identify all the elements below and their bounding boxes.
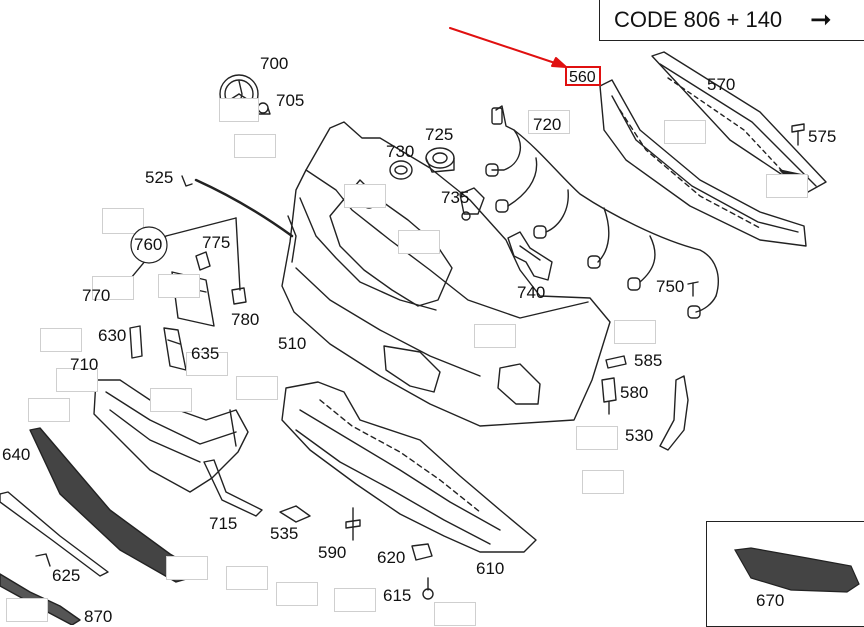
part-label-590: 590	[318, 543, 347, 562]
code-box: CODE 806 + 140 ➞	[599, 0, 864, 41]
blank-callout	[576, 426, 618, 450]
callout-circle-760	[130, 226, 168, 264]
part-635-bracket-drawing	[163, 327, 187, 371]
part-label-640: 640	[2, 445, 31, 464]
part-label-700: 700	[260, 54, 289, 73]
blank-callout	[158, 274, 200, 298]
blank-callout	[664, 120, 706, 144]
part-label-735: 735	[441, 188, 470, 207]
blank-callout	[398, 230, 440, 254]
blank-callout	[614, 320, 656, 344]
part-label-710: 710	[70, 355, 99, 374]
part-label-580: 580	[620, 383, 649, 402]
part-label-750: 750	[656, 277, 685, 296]
part-740-bracket-drawing	[507, 231, 553, 281]
part-label-870: 870	[84, 607, 113, 626]
part-label-770: 770	[82, 286, 111, 305]
part-620-nut-drawing	[411, 543, 433, 561]
part-530-bracket-drawing	[659, 375, 689, 451]
part-label-635: 635	[191, 344, 220, 363]
part-510-bumper-drawing	[281, 121, 611, 427]
red-pointer-arrow-icon	[449, 27, 567, 68]
part-label-670: 670	[756, 591, 785, 610]
part-label-510: 510	[278, 334, 307, 353]
part-735-drawing	[459, 187, 485, 221]
part-label-730: 730	[386, 142, 415, 161]
part-730-ring-drawing	[389, 160, 413, 180]
part-575-screw-drawing	[791, 123, 805, 146]
part-525-drawing	[181, 175, 294, 238]
part-label-775: 775	[202, 233, 231, 252]
part-label-585: 585	[634, 351, 663, 370]
blank-callout	[186, 352, 228, 376]
part-label-715: 715	[209, 514, 238, 533]
blank-callout	[219, 98, 259, 122]
part-715-strip-drawing	[203, 459, 263, 517]
part-label-535: 535	[270, 524, 299, 543]
blank-callout	[150, 388, 192, 412]
blank-callout	[92, 276, 134, 300]
part-label-780: 780	[231, 310, 260, 329]
highlighted-part-560[interactable]: 560	[565, 66, 601, 86]
part-750-screw-drawing	[687, 281, 699, 297]
part-label-615: 615	[383, 586, 412, 605]
blank-callout	[528, 110, 570, 134]
part-580-drawing	[601, 377, 617, 415]
part-560-drawing	[599, 79, 807, 247]
part-label-625: 625	[52, 566, 81, 585]
part-label-705: 705	[276, 91, 305, 110]
blank-callout	[226, 566, 268, 590]
part-590-screw-drawing	[345, 507, 361, 541]
part-label-570: 570	[707, 75, 736, 94]
part-label-575: 575	[808, 127, 837, 146]
blank-callout	[474, 324, 516, 348]
blank-callout	[40, 328, 82, 352]
blank-callout	[102, 208, 144, 234]
blank-callout	[434, 602, 476, 626]
blank-callout	[766, 174, 808, 198]
blank-callout	[28, 398, 70, 422]
part-670-drawing	[734, 547, 860, 593]
blank-callout	[582, 470, 624, 494]
part-label-725: 725	[425, 125, 454, 144]
part-630-bracket-drawing	[129, 325, 143, 359]
blank-callout	[344, 184, 386, 208]
blank-callout	[6, 598, 48, 622]
blank-callout	[276, 582, 318, 606]
blank-callout	[334, 588, 376, 612]
part-label-760: 760	[134, 235, 163, 254]
part-585-drawing	[605, 355, 627, 369]
blank-callout	[166, 556, 208, 580]
blank-callout	[234, 134, 276, 158]
right-arrow-icon: ➞	[810, 4, 832, 34]
part-625-strip-drawing	[0, 491, 109, 577]
part-label-530: 530	[625, 426, 654, 445]
part-615-screw-drawing	[422, 577, 434, 600]
blank-callout	[236, 376, 278, 400]
part-label-610: 610	[476, 559, 505, 578]
part-610-panel-drawing	[281, 381, 537, 553]
part-535-clip-drawing	[279, 505, 311, 523]
part-label-630: 630	[98, 326, 127, 345]
inset-670-box	[706, 521, 864, 627]
code-text: CODE 806 + 140	[614, 7, 783, 32]
part-label-720: 720	[533, 115, 562, 134]
part-725-sensor-drawing	[425, 147, 455, 173]
part-720-wiring-harness-drawing	[485, 105, 719, 319]
blank-callout	[56, 368, 98, 392]
part-label-620: 620	[377, 548, 406, 567]
part-560-label: 560	[569, 69, 596, 86]
part-label-525: 525	[145, 168, 174, 187]
part-label-740: 740	[517, 283, 546, 302]
